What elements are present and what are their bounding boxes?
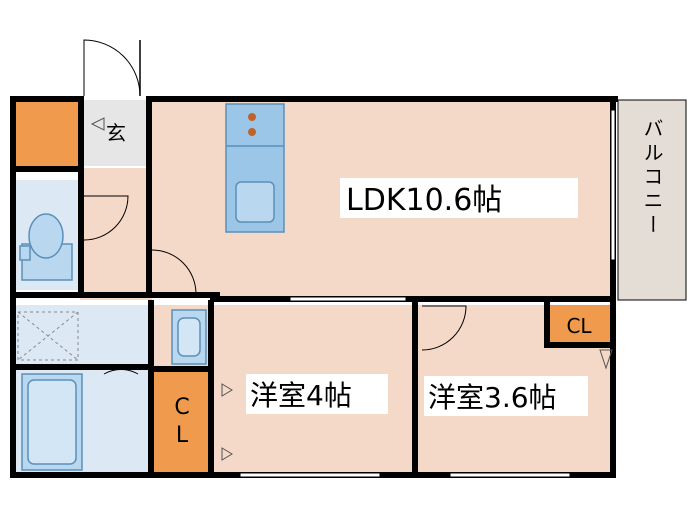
stove-burner-icon — [248, 128, 256, 136]
wash-basin-bowl — [177, 317, 201, 357]
ldk-label: LDK10.6帖 — [346, 183, 502, 218]
stove-burner-icon — [248, 113, 256, 121]
room-4jo-label: 洋室4帖 — [250, 379, 352, 412]
kitchen-sink — [235, 181, 275, 223]
closet-4-label-l: L — [176, 423, 189, 448]
balcony — [617, 99, 687, 301]
closet-4-label-c: C — [174, 395, 189, 420]
windows — [239, 109, 616, 478]
toilet-bowl-icon — [28, 213, 64, 259]
doors — [83, 39, 467, 375]
closet-room-4jo — [154, 372, 210, 474]
washer-space-cross — [17, 311, 79, 361]
toilet-sink-icon — [19, 245, 31, 261]
room-3-6jo-label: 洋室3.6帖 — [428, 381, 557, 414]
room-3-6jo-label-bg — [424, 376, 588, 416]
genkan-label: 玄 — [106, 121, 126, 145]
bathtub-inner — [27, 379, 77, 465]
washer-space — [17, 311, 79, 361]
balcony-label: バルコニー — [640, 118, 664, 238]
genkan-floor — [82, 100, 148, 166]
shoe-storage — [16, 102, 78, 168]
cl-top-bg — [556, 308, 602, 340]
ldk-label-bg — [340, 178, 578, 218]
hallway-floor — [80, 168, 152, 300]
washroom — [14, 305, 150, 365]
room-4jo-label-bg — [246, 374, 388, 414]
door-arrows — [90, 117, 613, 461]
closet-3-6-label: CL — [566, 314, 592, 338]
